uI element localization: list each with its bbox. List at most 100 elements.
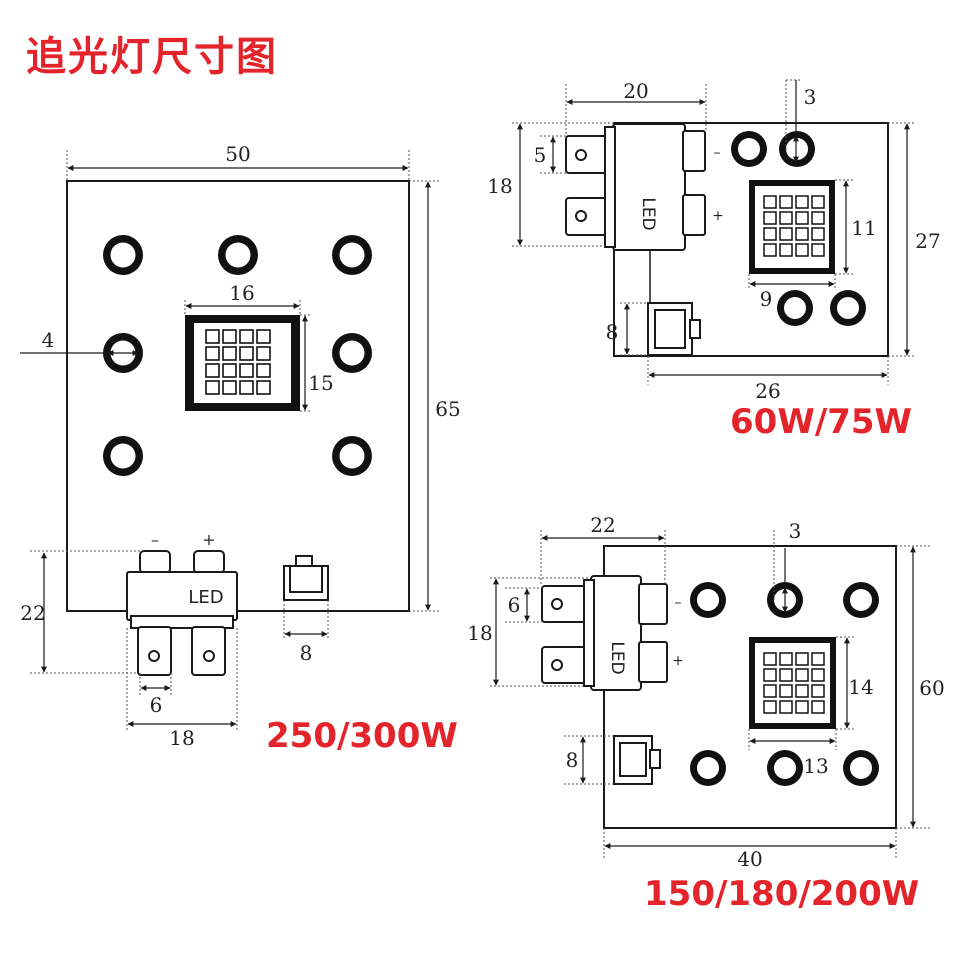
board-60w	[512, 79, 915, 385]
dim-chip-height: 15	[308, 371, 333, 395]
led-die	[763, 195, 777, 209]
plus-label: +	[712, 208, 724, 224]
terminal-block	[541, 575, 668, 691]
terminal-block	[565, 123, 706, 251]
led-die	[795, 243, 809, 257]
dim-hole: 3	[789, 519, 802, 543]
led-die	[239, 363, 254, 378]
terminal-led-label: LED	[188, 587, 223, 608]
led-die	[763, 700, 777, 714]
led-die	[795, 652, 809, 666]
led-die	[763, 211, 777, 225]
dim-width: 40	[737, 847, 762, 871]
led-chip	[185, 315, 300, 411]
dim-terminal-height: 22	[20, 601, 45, 625]
minus-label: –	[151, 530, 159, 549]
board-250w	[20, 150, 440, 730]
led-die	[222, 329, 237, 344]
led-die	[811, 684, 825, 698]
led-die	[811, 227, 825, 241]
led-die	[795, 227, 809, 241]
model-label-60w: 60W/75W	[730, 402, 913, 442]
led-die	[795, 211, 809, 225]
model-label-250w: 250/300W	[266, 716, 458, 756]
led-die	[239, 380, 254, 395]
dim-height: 65	[435, 397, 460, 421]
led-chip	[749, 180, 835, 274]
led-die	[763, 668, 777, 682]
led-die	[256, 346, 271, 361]
dim-hole: 3	[804, 85, 817, 109]
dim-width: 50	[225, 142, 250, 166]
dim-height: 60	[919, 676, 944, 700]
led-die	[779, 684, 793, 698]
led-die	[779, 227, 793, 241]
led-die	[239, 346, 254, 361]
led-die	[795, 195, 809, 209]
led-die	[779, 652, 793, 666]
dim-terminal-length: 20	[623, 79, 648, 103]
dim-connector: 8	[566, 748, 579, 772]
wire-connector	[283, 555, 329, 601]
led-die	[795, 700, 809, 714]
led-die	[222, 346, 237, 361]
terminal-block	[126, 550, 238, 676]
dim-terminal-span: 18	[487, 174, 512, 198]
dim-width: 26	[755, 379, 780, 403]
led-die	[811, 243, 825, 257]
led-die	[763, 243, 777, 257]
plus-label: +	[672, 653, 684, 669]
dim-chip-width: 16	[229, 281, 254, 305]
dim-height: 27	[915, 229, 940, 253]
dim-chip-width: 9	[760, 287, 773, 311]
led-die	[256, 380, 271, 395]
minus-label: –	[714, 145, 721, 161]
dim-connector: 8	[300, 641, 313, 665]
dim-terminal-gap: 6	[150, 693, 163, 717]
led-die	[256, 329, 271, 344]
led-die	[779, 211, 793, 225]
led-die	[795, 668, 809, 682]
led-die	[205, 380, 220, 395]
led-die	[779, 243, 793, 257]
led-die	[222, 380, 237, 395]
wire-connector	[647, 302, 701, 356]
minus-label: –	[675, 595, 682, 611]
dim-terminal-height: 6	[508, 593, 521, 617]
led-die	[239, 329, 254, 344]
plus-label: +	[202, 530, 215, 549]
led-die	[763, 652, 777, 666]
dim-chip-width: 13	[803, 754, 828, 778]
led-die	[779, 700, 793, 714]
dim-terminal-length: 22	[590, 513, 615, 537]
dim-terminal-span: 18	[169, 726, 194, 750]
led-die	[763, 684, 777, 698]
led-die	[811, 652, 825, 666]
dim-chip-height: 14	[848, 675, 873, 699]
dim-terminal-height: 5	[534, 143, 547, 167]
led-die	[811, 195, 825, 209]
board-150w	[490, 530, 930, 860]
terminal-led-label: LED	[638, 197, 658, 230]
led-die	[811, 211, 825, 225]
dim-hole: 4	[42, 328, 55, 352]
led-die	[205, 346, 220, 361]
wire-connector	[613, 735, 661, 785]
model-label-150w: 150/180/200W	[644, 874, 920, 914]
led-die	[205, 329, 220, 344]
led-die	[795, 684, 809, 698]
led-die	[763, 227, 777, 241]
terminal-led-label: LED	[607, 641, 627, 674]
led-die	[779, 668, 793, 682]
dim-terminal-span: 18	[467, 621, 492, 645]
led-die	[811, 668, 825, 682]
led-die	[205, 363, 220, 378]
led-chip	[749, 637, 836, 729]
led-die	[779, 195, 793, 209]
led-die	[256, 363, 271, 378]
page-title: 追光灯尺寸图	[26, 34, 278, 80]
dim-chip-height: 11	[851, 216, 876, 240]
dim-connector: 8	[606, 320, 619, 344]
led-die	[222, 363, 237, 378]
